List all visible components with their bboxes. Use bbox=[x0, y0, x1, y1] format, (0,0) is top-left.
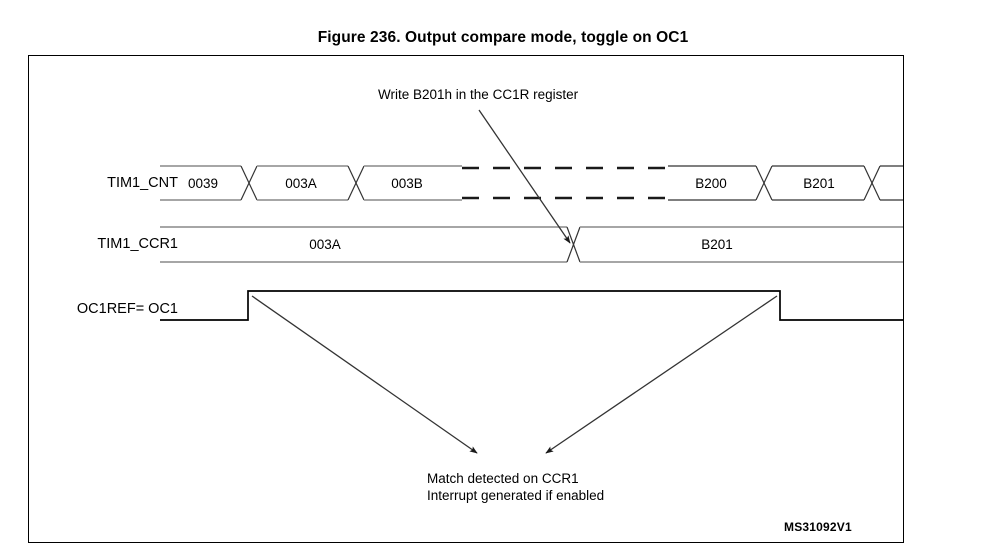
bus-value-ccr1-1: B201 bbox=[701, 237, 733, 252]
bus-value-ccr1-0: 003A bbox=[309, 237, 341, 252]
bus-value-cnt-2: 003B bbox=[391, 176, 423, 191]
bus-value-cnt-0: 0039 bbox=[187, 176, 219, 191]
annotation-match-detected: Match detected on CCR1 Interrupt generat… bbox=[427, 470, 604, 504]
page-title: Figure 236. Output compare mode, toggle … bbox=[317, 29, 689, 46]
annotation-match-line2: Interrupt generated if enabled bbox=[427, 488, 605, 503]
signal-label-tim1-ccr1: TIM1_CCR1 bbox=[97, 236, 178, 252]
document-id: MS31092V1 bbox=[784, 520, 852, 534]
bus-value-cnt-1: 003A bbox=[285, 176, 317, 191]
bus-value-cnt-3: B200 bbox=[695, 176, 727, 191]
signal-label-oc1ref: OC1REF= OC1 bbox=[76, 301, 178, 317]
annotation-write-ccr1: Write B201h in the CC1R register bbox=[378, 87, 579, 102]
bus-value-cnt-4: B201 bbox=[803, 176, 835, 191]
annotation-match-line1: Match detected on CCR1 bbox=[427, 471, 579, 486]
signal-label-tim1-cnt: TIM1_CNT bbox=[107, 175, 178, 191]
